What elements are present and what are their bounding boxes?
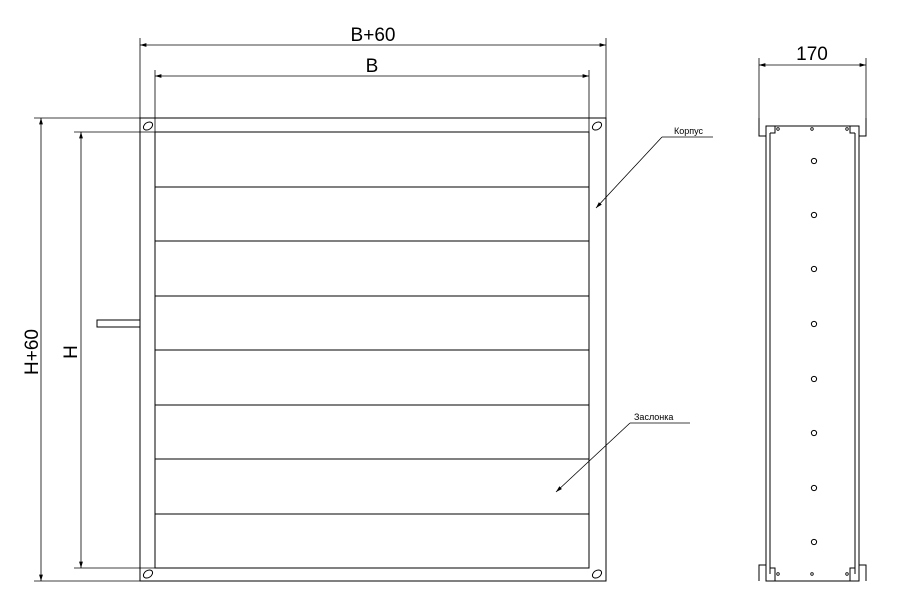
callout-blade: Заслонка	[555, 412, 690, 493]
dimension-outer-height: H+60	[22, 117, 140, 582]
inner-height-label: H	[61, 345, 82, 359]
dimension-inner-height: H	[61, 131, 155, 569]
blade-axis-holes	[810, 157, 818, 546]
bottom-flange	[758, 564, 867, 581]
top-flange	[758, 118, 867, 137]
corner-holes	[142, 121, 603, 579]
dimension-inner-width: B	[154, 56, 590, 132]
depth-label: 170	[796, 44, 828, 65]
front-view	[96, 117, 607, 582]
actuator-shaft	[96, 319, 141, 328]
outer-height-label: H+60	[22, 329, 43, 375]
blade-lines	[155, 186, 589, 515]
blade-label: Заслонка	[634, 412, 673, 422]
side-body	[765, 125, 860, 582]
housing-label: Корпус	[674, 126, 704, 136]
outer-frame	[139, 117, 607, 582]
callout-housing: Корпус	[595, 126, 713, 209]
dimension-outer-width: B+60	[139, 25, 607, 118]
inner-width-label: B	[366, 56, 379, 77]
outer-width-label: B+60	[351, 25, 396, 46]
side-view: 170	[758, 44, 867, 582]
